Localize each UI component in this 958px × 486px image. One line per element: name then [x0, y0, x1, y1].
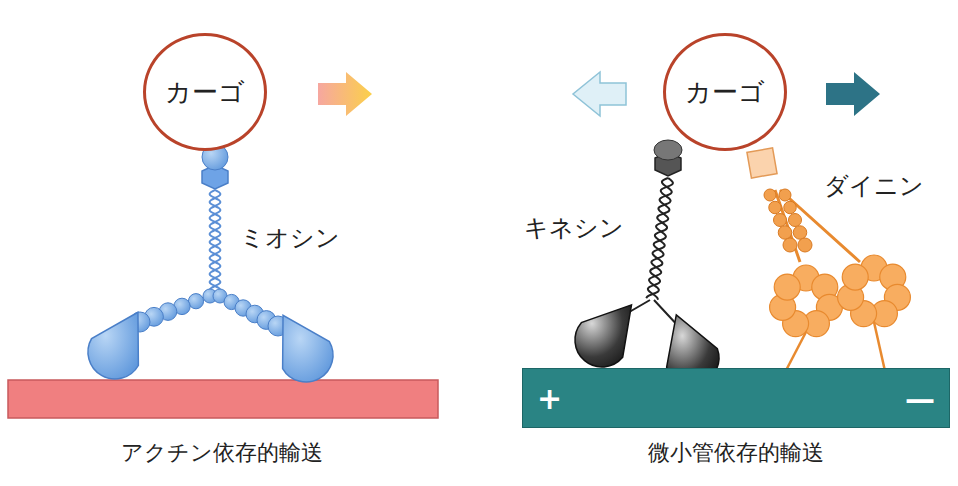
coiled-coil [210, 190, 221, 292]
light-chain [793, 226, 807, 240]
motor-name: ダイニン [822, 170, 926, 202]
motor-head [283, 315, 333, 382]
light-chain [769, 201, 782, 214]
light-chain [778, 226, 792, 240]
light-chain [798, 238, 812, 252]
cargo-circle: カーゴ [143, 33, 267, 151]
coiled-coil [648, 178, 672, 300]
light-chain [789, 214, 802, 227]
adaptor [747, 148, 777, 178]
cargo-binding-domain [654, 140, 682, 160]
motor-head [575, 305, 632, 367]
light-chain [783, 238, 797, 252]
motor-name: キネシン [522, 212, 626, 244]
polarity-sign: + [537, 381, 562, 416]
cargo-label: カーゴ [685, 75, 765, 110]
aaa-ring [842, 264, 868, 290]
cargo-circle: カーゴ [663, 33, 787, 151]
caption: 微小管依存的輸送 [646, 438, 826, 468]
light-chain [764, 189, 776, 201]
motor-head [88, 312, 138, 379]
direction-arrow [573, 72, 626, 116]
kinesin-motor [575, 140, 719, 385]
coiled-coil [210, 190, 221, 292]
motor-name: ミオシン [238, 222, 342, 254]
actin-filament [8, 380, 438, 418]
cargo-label: カーゴ [165, 75, 245, 110]
coiled-coil [646, 178, 673, 298]
myosin-motor [88, 144, 333, 382]
light-chain [779, 189, 791, 201]
aaa-ring [774, 274, 800, 300]
microtubule: +— [522, 368, 950, 428]
caption: アクチン依存的輸送 [119, 438, 325, 468]
direction-arrow [318, 72, 372, 116]
polarity-sign: — [905, 381, 935, 416]
direction-arrow [826, 72, 880, 116]
light-chain [774, 214, 787, 227]
light-chain [784, 201, 797, 214]
